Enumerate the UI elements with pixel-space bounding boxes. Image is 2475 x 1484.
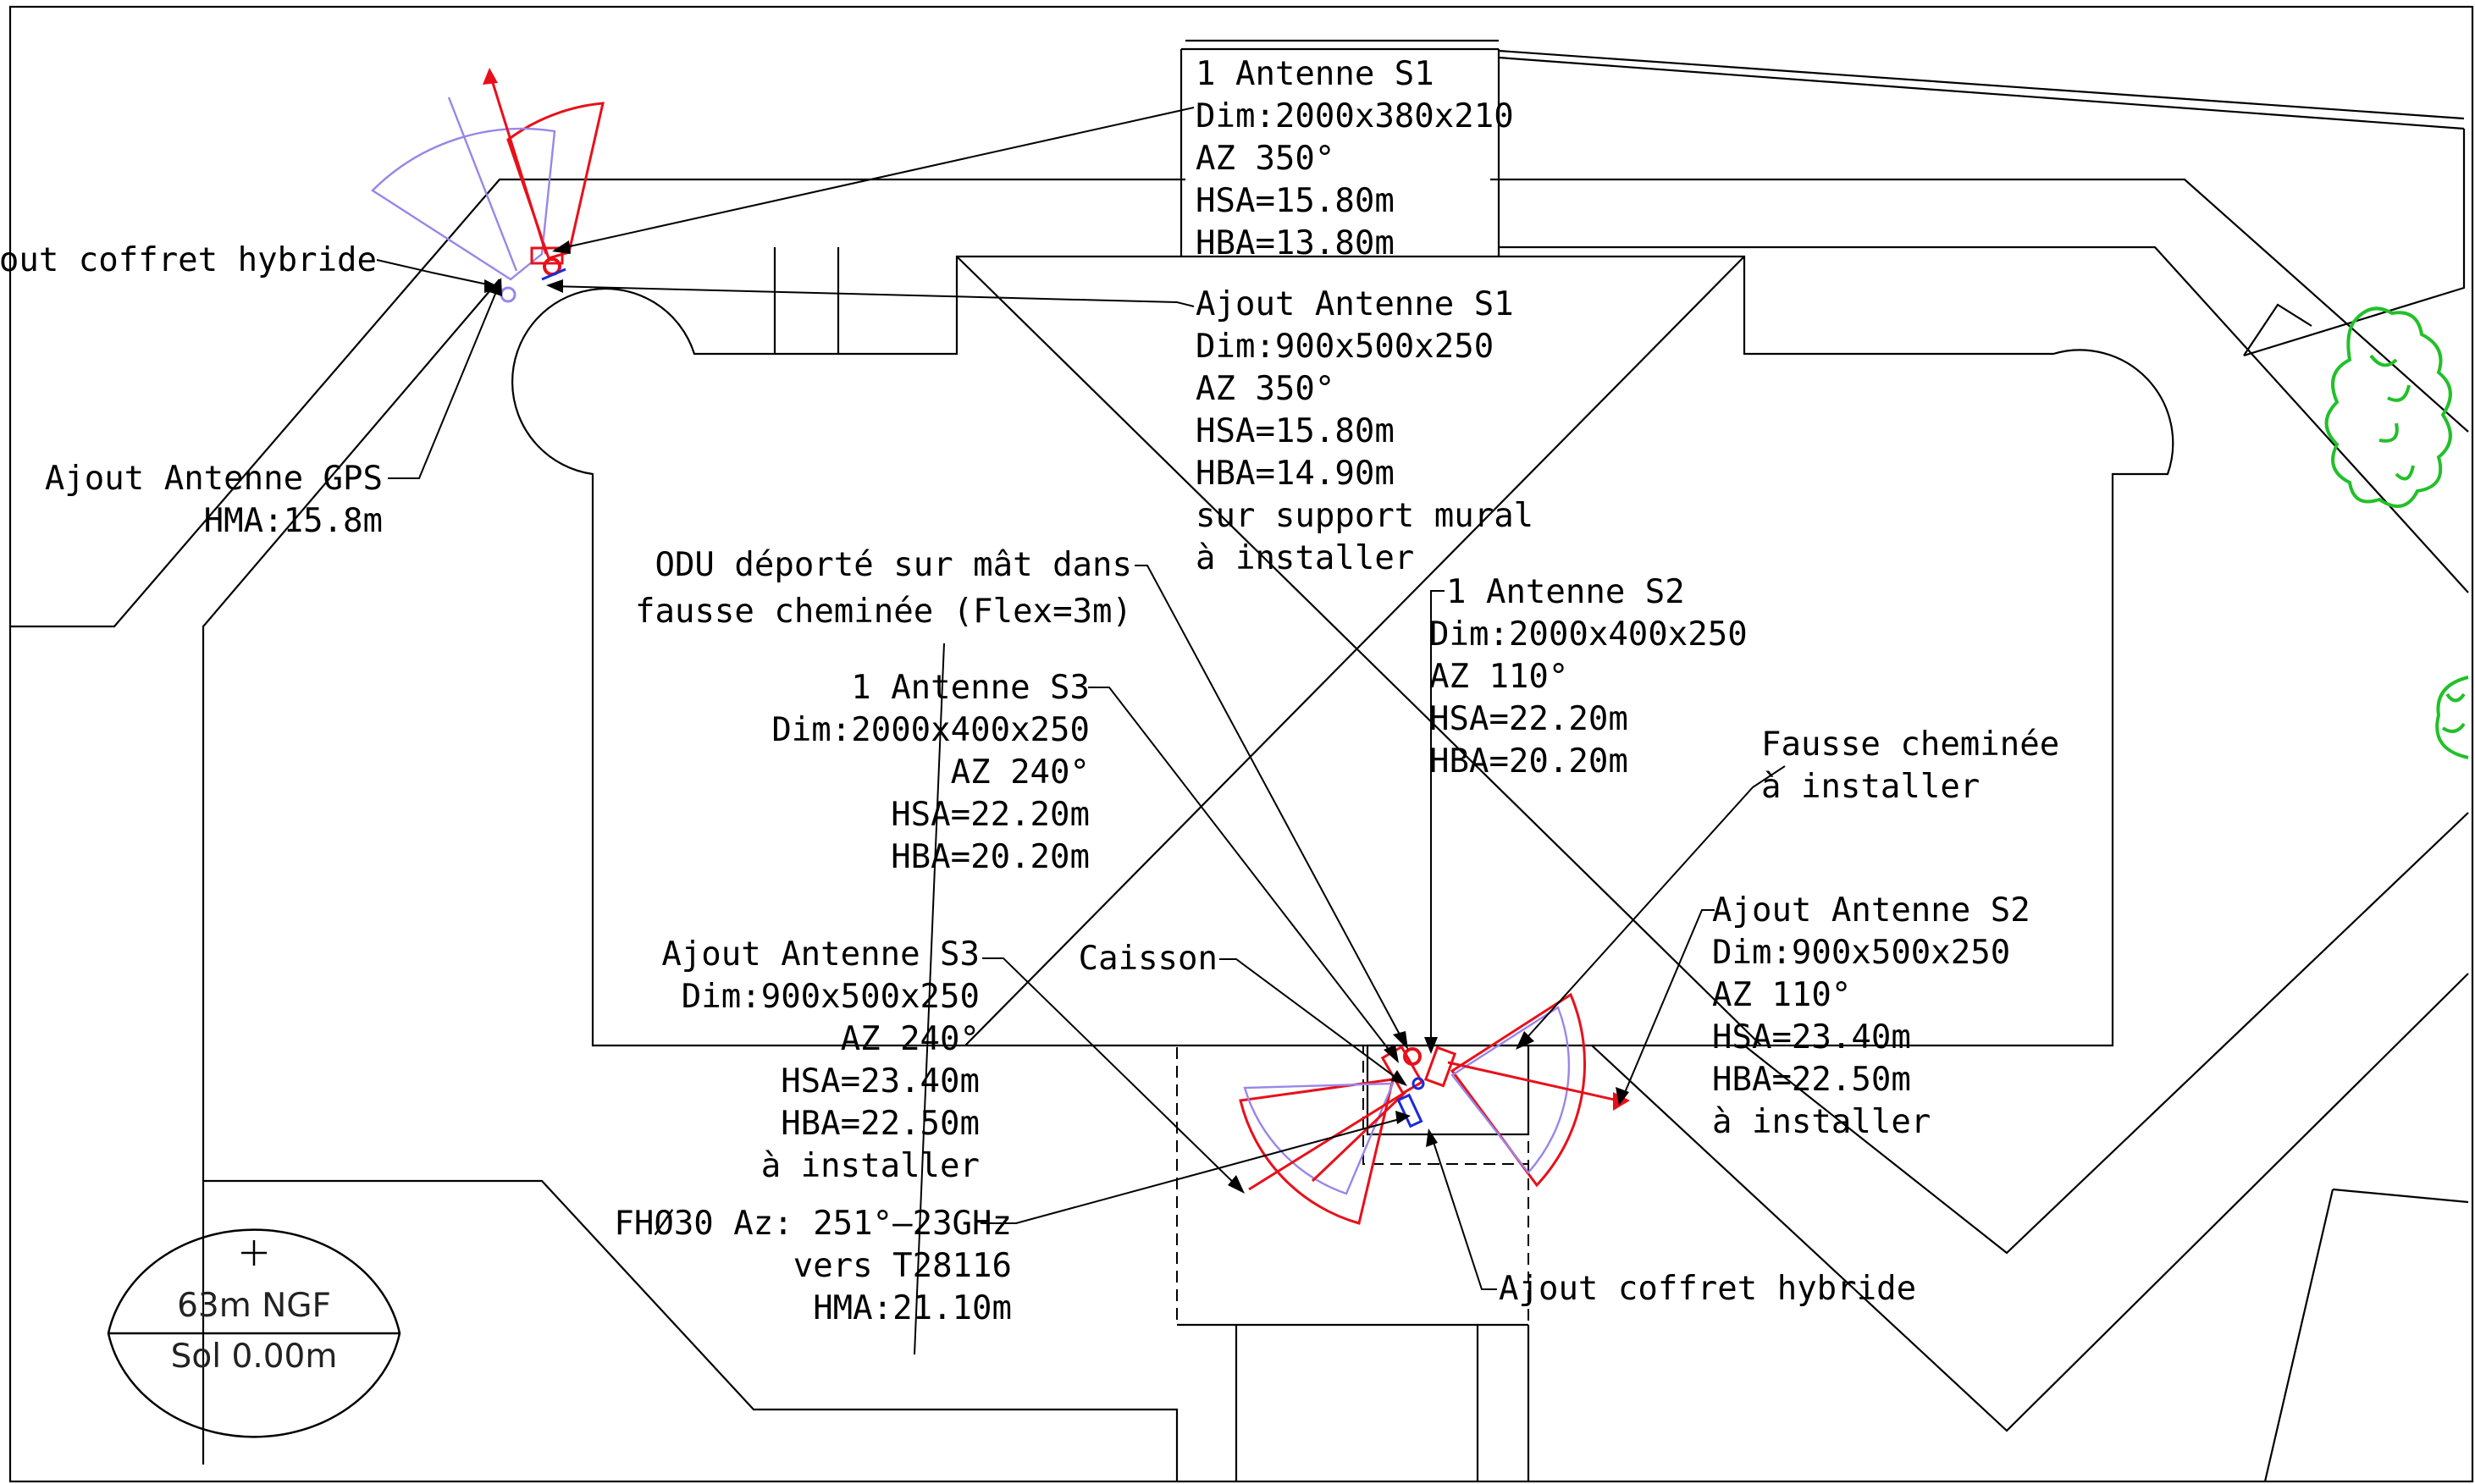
label-line: Ajout Antenne GPS <box>45 460 383 498</box>
label-line: Ajout Antenne S1 <box>1196 285 1514 323</box>
label-line: Dim:2000x400x250 <box>1429 615 1748 654</box>
label-line: HBA=14.90m <box>1196 455 1395 493</box>
label-s3-ajout: Ajout Antenne S3 Dim:900x500x250 AZ 240°… <box>661 935 980 1185</box>
building-outline <box>10 39 2469 1482</box>
label-line: HBA=20.20m <box>1429 742 1628 781</box>
label-s2-antenna: 1 Antenne S2 Dim:2000x400x250 AZ 110° HS… <box>1429 573 1748 781</box>
label-line: fausse cheminée (Flex=3m) <box>635 593 1132 631</box>
label-s1-antenna: 1 Antenne S1 Dim:2000x380x210 AZ 350° HS… <box>1196 55 1514 262</box>
label-line: Dim:900x500x250 <box>682 978 980 1016</box>
label-line: Caisson <box>1079 940 1218 978</box>
label-s3-antenna: 1 Antenne S3 Dim:2000x400x250 AZ 240° HS… <box>771 669 1090 876</box>
label-line: AZ 350° <box>1196 140 1334 178</box>
label-line: 1 Antenne S3 <box>851 669 1090 707</box>
label-line: HMA:21.10m <box>813 1289 1012 1327</box>
label-line: Dim:2000x400x250 <box>771 711 1090 749</box>
label-line: sur support mural <box>1196 497 1533 535</box>
label-line: HSA=23.40m <box>1712 1018 1911 1056</box>
label-line: à installer <box>761 1147 980 1185</box>
label-line: à installer <box>1761 768 1980 806</box>
label-line: à installer <box>1196 539 1414 577</box>
label-line: vers T28116 <box>793 1247 1012 1285</box>
label-line: Ajout Antenne S2 <box>1712 891 2030 930</box>
label-coffret-nw: Ajout coffret hybride <box>0 241 377 279</box>
label-line: Ajout coffret hybride <box>0 241 377 279</box>
label-line: AZ 110° <box>1429 658 1568 696</box>
label-line: HSA=23.40m <box>781 1062 980 1101</box>
label-line: AZ 110° <box>1712 976 1851 1014</box>
label-line: HSA=22.20m <box>1429 700 1628 738</box>
label-line: ODU déporté sur mât dans <box>655 546 1132 584</box>
antenna-cluster-center <box>1239 992 1630 1225</box>
label-line: HSA=15.80m <box>1196 412 1395 450</box>
label-line: HBA=22.50m <box>1712 1061 1911 1099</box>
label-line: AZ 240° <box>951 753 1090 792</box>
label-cheminee: Fausse cheminée à installer <box>1761 725 2059 806</box>
label-odu: ODU déporté sur mât dans fausse cheminée… <box>635 546 1132 631</box>
label-line: HSA=22.20m <box>891 796 1090 834</box>
label-line: HBA=13.80m <box>1196 224 1395 262</box>
label-line: Fausse cheminée <box>1761 725 2059 764</box>
label-s2-ajout: Ajout Antenne S2 Dim:900x500x250 AZ 110°… <box>1712 891 2030 1141</box>
label-line: Dim:900x500x250 <box>1712 934 2010 972</box>
label-line: Dim:2000x380x210 <box>1196 97 1514 135</box>
label-line: AZ 350° <box>1196 370 1334 408</box>
label-line: HSA=15.80m <box>1196 182 1395 220</box>
label-line: Ajout coffret hybride <box>1499 1270 1916 1308</box>
label-line: à installer <box>1712 1103 1931 1141</box>
label-line: FHØ30 Az: 251°–23GHz <box>614 1205 1012 1243</box>
label-line: HBA=22.50m <box>781 1105 980 1143</box>
leader-lines <box>376 107 1786 1355</box>
label-fh: FHØ30 Az: 251°–23GHz vers T28116 HMA:21.… <box>614 1205 1012 1327</box>
label-line: 1 Antenne S2 <box>1446 573 1685 611</box>
label-line: 1 Antenne S1 <box>1196 55 1434 93</box>
tree-symbols <box>2324 306 2469 759</box>
ngf-elevation-symbol: 63m NGF Sol 0.00m <box>107 1228 401 1438</box>
label-coffret-s: Ajout coffret hybride <box>1499 1270 1916 1308</box>
label-caisson: Caisson <box>1079 940 1218 978</box>
label-line: HBA=20.20m <box>891 838 1090 876</box>
label-gps: Ajout Antenne GPS HMA:15.8m <box>45 460 383 540</box>
label-line: AZ 240° <box>841 1020 980 1058</box>
ngf-bottom-label: Sol 0.00m <box>171 1338 338 1376</box>
label-line: Ajout Antenne S3 <box>661 935 980 974</box>
label-line: HMA:15.8m <box>204 502 383 540</box>
drawing-frame <box>8 5 2474 1483</box>
ngf-top-label: 63m NGF <box>177 1287 331 1325</box>
label-s1-ajout: Ajout Antenne S1 Dim:900x500x250 AZ 350°… <box>1196 285 1533 577</box>
antenna-s1-sector <box>371 68 605 303</box>
label-line: Dim:900x500x250 <box>1196 328 1494 366</box>
